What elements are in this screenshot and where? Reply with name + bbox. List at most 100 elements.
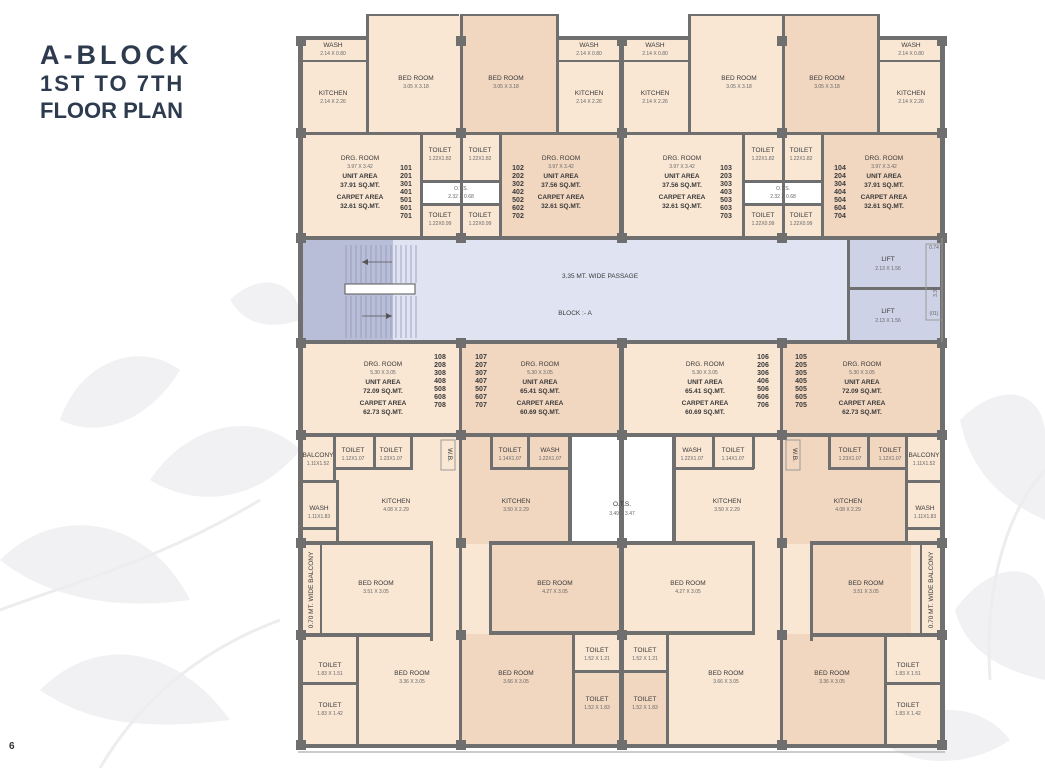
unit-area-value: 37.91 SQ.MT. — [864, 182, 904, 189]
title-line-3: FLOOR PLAN — [40, 98, 183, 123]
unit-area-value: 37.56 SQ.MT. — [662, 182, 702, 189]
room-dim: 1.11X1.83 — [308, 514, 331, 520]
room-label: DRG. ROOM — [521, 361, 559, 368]
room-label: DRG. ROOM — [542, 155, 580, 162]
room-label: TOILET — [722, 447, 745, 454]
room-label: TOILET — [429, 212, 452, 219]
unit-number: 202 — [512, 173, 524, 180]
room-dim: 1.83 X 1.42 — [317, 711, 343, 717]
room-label: BED ROOM — [670, 580, 705, 587]
lift-dim-1: 2.13 X 1.56 — [875, 266, 901, 272]
unit-number: 308 — [434, 370, 446, 377]
room-dim: 1.52 X 1.21 — [632, 656, 658, 662]
unit-number: 306 — [757, 370, 769, 377]
unit-number: 504 — [834, 197, 846, 204]
carpet-area-label: CARPET AREA — [517, 400, 564, 407]
ots-dim: 3.49 X 3.47 — [609, 511, 635, 517]
unit-number: 503 — [720, 197, 732, 204]
unit-number: 701 — [400, 213, 412, 220]
unit-number: 505 — [795, 386, 807, 393]
carpet-area-value: 62.73 SQ.MT. — [363, 409, 403, 416]
room-label: DRG. ROOM — [341, 155, 379, 162]
unit-number: 305 — [795, 370, 807, 377]
unit-number: 607 — [475, 394, 487, 401]
room-dim: 1.52 X 1.83 — [584, 705, 610, 711]
room-label: TOILET — [752, 212, 775, 219]
room-dim: 3.66 X 3.05 — [503, 679, 529, 685]
room-dim: 1.83 X 1.51 — [895, 671, 921, 677]
unit-number: 307 — [475, 370, 487, 377]
unit-area-value: 72.09 SQ.MT. — [363, 388, 403, 395]
ots-small-dim-right: 2.32 X 0.68 — [770, 194, 796, 200]
unit-area-label: UNIT AREA — [365, 379, 400, 386]
unit-area-label: UNIT AREA — [543, 173, 578, 180]
room-label: BED ROOM — [848, 580, 883, 587]
unit-number: 207 — [475, 362, 487, 369]
room-dim: 3.97 X 3.42 — [548, 164, 574, 170]
lift-dim-2: 2.13 X 1.56 — [875, 318, 901, 324]
room-dim: 4.27 X 3.05 — [675, 589, 701, 595]
room-dim: 3.05 X 3.18 — [493, 84, 519, 90]
unit-area-value: 65.41 SQ.MT. — [685, 388, 725, 395]
room-label: TOILET — [586, 696, 609, 703]
room-label: DRG. ROOM — [843, 361, 881, 368]
room-label: KITCHEN — [713, 498, 742, 505]
room-60: W.B. — [446, 448, 453, 462]
carpet-area-label: CARPET AREA — [538, 194, 585, 201]
unit-number: 501 — [400, 197, 412, 204]
unit-number: 703 — [720, 213, 732, 220]
room-label: BED ROOM — [498, 670, 533, 677]
room-label: TOILET — [380, 447, 403, 454]
room-dim: 3.05 X 3.18 — [726, 84, 752, 90]
unit-number: 105 — [795, 354, 807, 361]
room-label: TOILET — [839, 447, 862, 454]
room-dim: 2.14 X 0.80 — [642, 51, 668, 57]
room-dim: 3.36 X 3.05 — [399, 679, 425, 685]
room-27: DRG. ROOM 5.30 X 3.05 — [843, 361, 881, 376]
ots-small-label-right: O.T.S. — [776, 186, 790, 192]
room-label: KITCHEN — [502, 498, 531, 505]
unit-number: 301 — [400, 181, 412, 188]
unit-number: 401 — [400, 189, 412, 196]
room-dim: 2.14 X 2.26 — [898, 99, 924, 105]
unit-area-label: UNIT AREA — [522, 379, 557, 386]
unit-area-label: UNIT AREA — [866, 173, 901, 180]
room-dim: 5.30 X 3.05 — [849, 370, 875, 376]
room-dim: 3.66 X 3.05 — [713, 679, 739, 685]
room-label: TOILET — [897, 662, 920, 669]
unit-number: 605 — [795, 394, 807, 401]
ots-label: O.T.S. — [613, 501, 631, 508]
balcony-label-left: 0.70 MT. WIDE BALCONY — [308, 551, 315, 628]
room-label: DRG. ROOM — [865, 155, 903, 162]
carpet-area-value: 60.69 SQ.MT. — [520, 409, 560, 416]
walls — [296, 14, 947, 750]
room-label: WASH — [645, 42, 665, 49]
room-label: KITCHEN — [897, 90, 926, 97]
room-label: TOILET — [634, 647, 657, 654]
unit-number: 606 — [757, 394, 769, 401]
